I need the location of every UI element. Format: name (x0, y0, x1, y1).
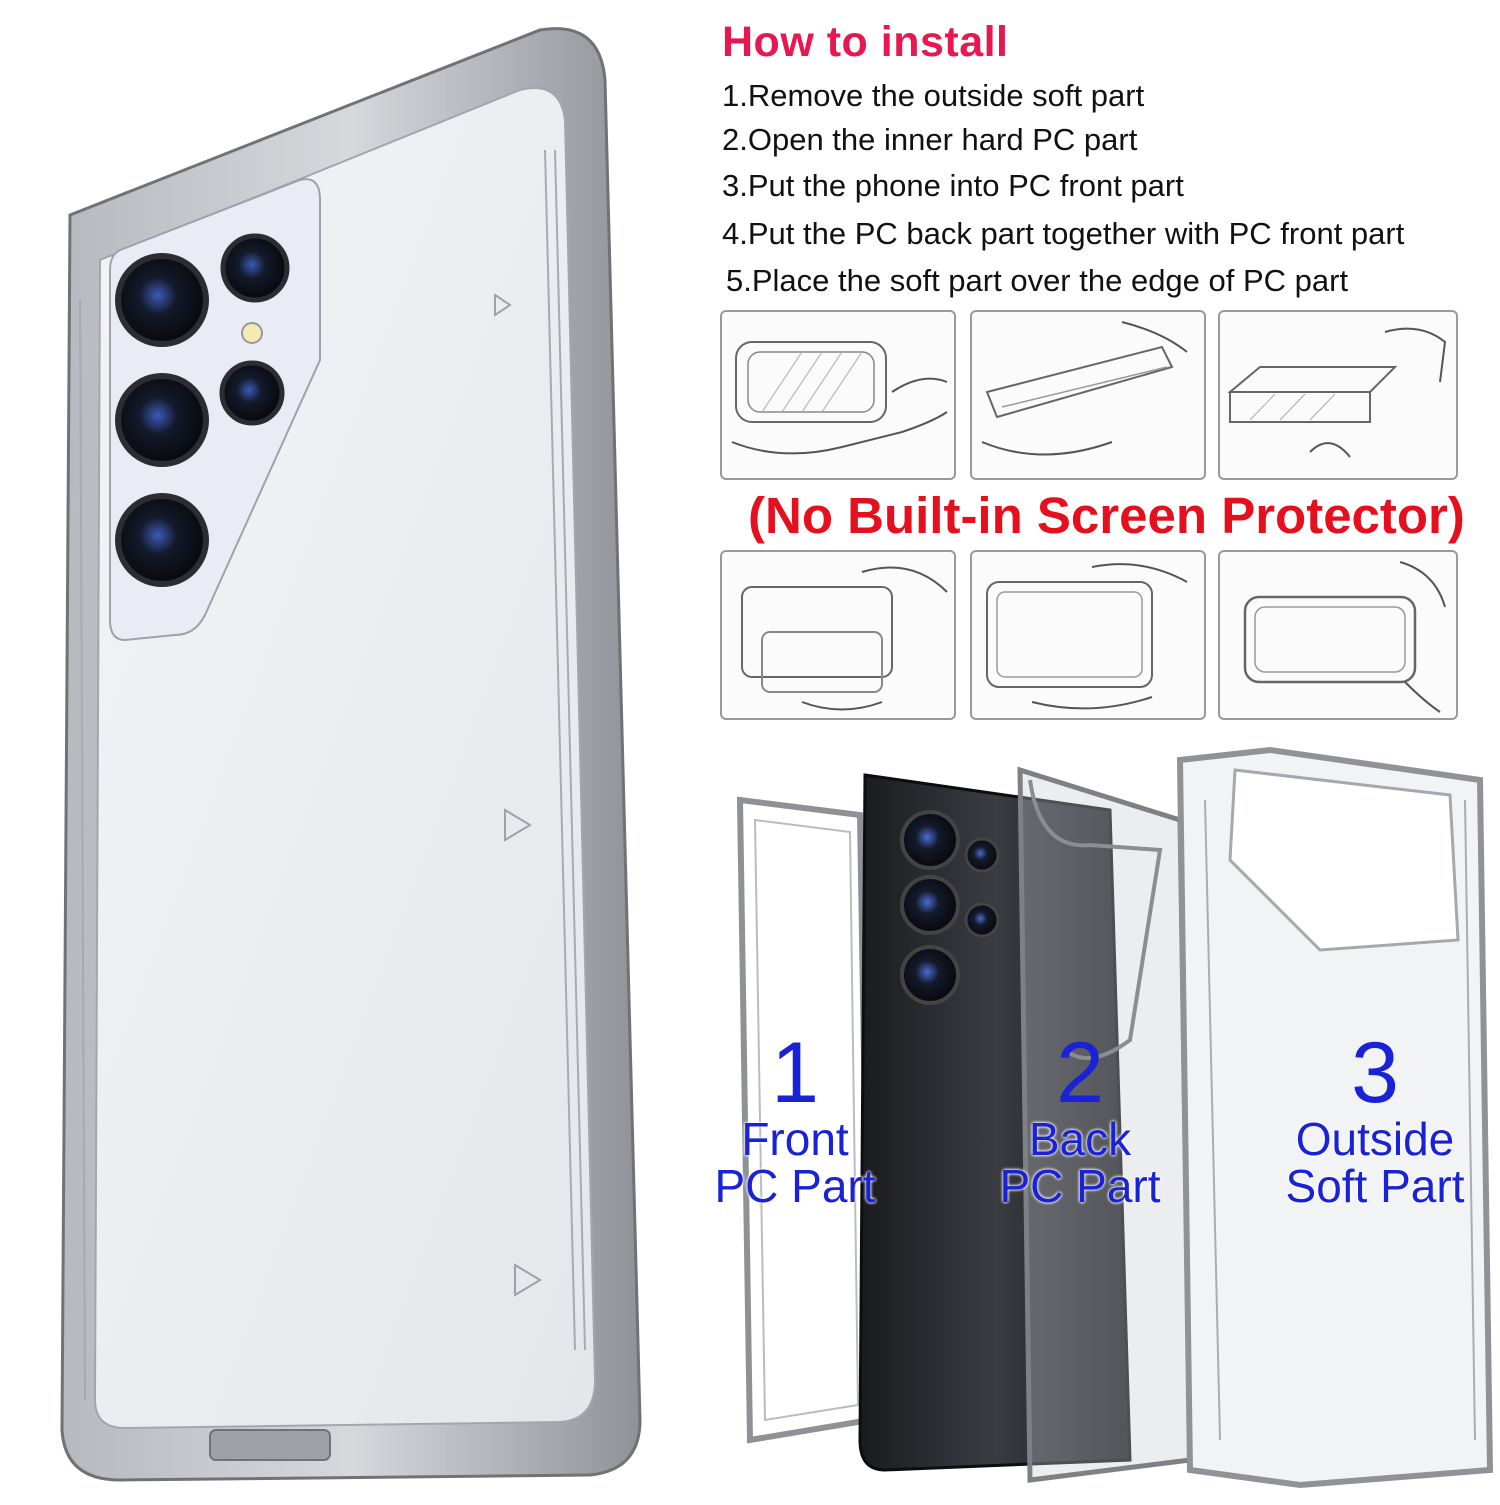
open-hard-part-illustration (970, 310, 1206, 480)
part-name-line1: Front (741, 1113, 849, 1165)
install-step-3: 3.Put the phone into PC front part (722, 168, 1184, 203)
part-name-line2: PC Part (999, 1159, 1161, 1212)
part-number: 2 (1056, 1025, 1104, 1121)
remove-soft-part-illustration (720, 310, 956, 480)
part-3-label: 3 Outside Soft Part (1275, 1030, 1475, 1210)
press-together-illustration (970, 550, 1206, 720)
part-name-line2: Soft Part (1285, 1159, 1465, 1212)
install-step-2: 2.Open the inner hard PC part (722, 122, 1138, 157)
install-step-1: 1.Remove the outside soft part (722, 78, 1145, 113)
join-back-part-illustration (720, 550, 956, 720)
part-number: 1 (771, 1025, 819, 1121)
install-title: How to install (722, 18, 1009, 66)
part-name-line2: PC Part (714, 1159, 876, 1212)
part-name-line1: Back (1028, 1113, 1132, 1165)
part-1-label: 1 Front PC Part (700, 1030, 890, 1210)
wrap-soft-part-illustration (1218, 550, 1458, 720)
exploded-parts-photo (710, 740, 1500, 1500)
insert-phone-illustration (1218, 310, 1458, 480)
no-screen-protector-notice: (No Built-in Screen Protector) (748, 487, 1465, 544)
part-2-label: 2 Back PC Part (985, 1030, 1175, 1210)
install-step-4: 4.Put the PC back part together with PC … (722, 216, 1405, 251)
part-number: 3 (1351, 1025, 1399, 1121)
part-name-line1: Outside (1295, 1113, 1455, 1165)
install-step-5: 5.Place the soft part over the edge of P… (726, 263, 1349, 298)
clear-case-photo (0, 0, 700, 1500)
